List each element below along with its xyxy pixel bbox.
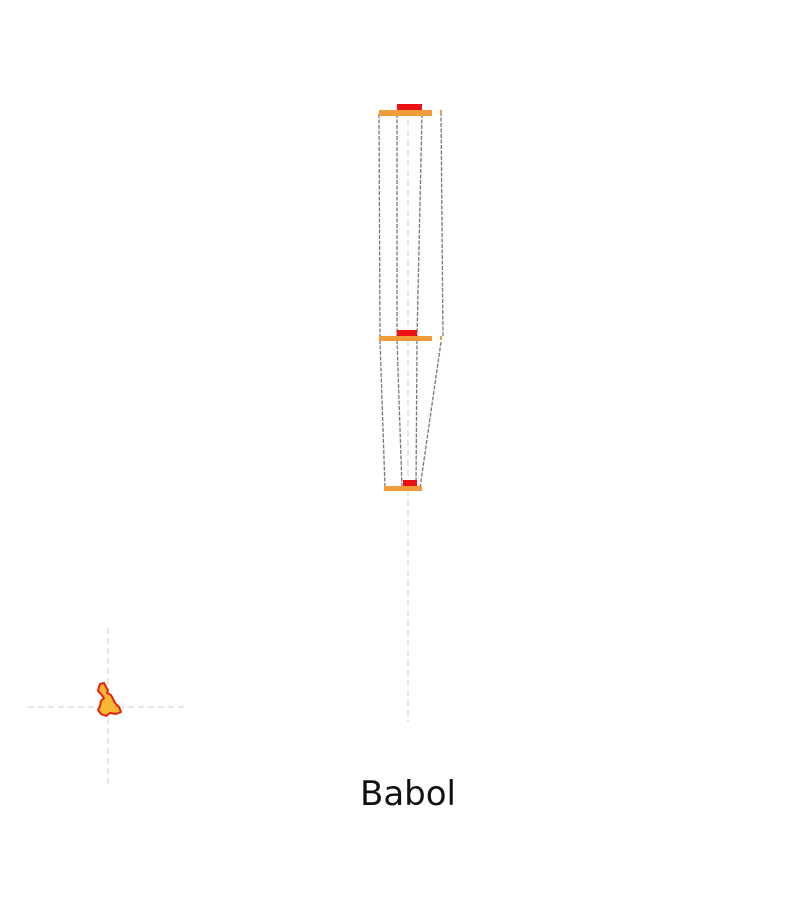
node-highlight bbox=[397, 104, 422, 110]
diagram-caption: Babol bbox=[360, 774, 456, 814]
locator-map-icon bbox=[97, 682, 122, 717]
level-node-middle bbox=[379, 330, 442, 341]
node-bar bbox=[379, 110, 432, 116]
flow-edges bbox=[378, 111, 444, 489]
node-highlight bbox=[403, 480, 417, 486]
flow-edge bbox=[378, 113, 381, 338]
locator-inset bbox=[28, 628, 188, 788]
flow-edge bbox=[419, 341, 442, 489]
level-node-top bbox=[379, 104, 442, 116]
flow-edge bbox=[415, 339, 418, 489]
node-highlight bbox=[397, 330, 417, 336]
flow-edge bbox=[416, 113, 423, 338]
level-node-bottom bbox=[384, 480, 422, 491]
node-bar bbox=[379, 336, 432, 341]
node-bar bbox=[384, 486, 422, 491]
flow-edge bbox=[440, 111, 444, 338]
flow-edge bbox=[396, 339, 403, 489]
node-marker bbox=[440, 336, 442, 340]
flow-edge bbox=[379, 339, 386, 489]
node-marker bbox=[440, 110, 442, 114]
